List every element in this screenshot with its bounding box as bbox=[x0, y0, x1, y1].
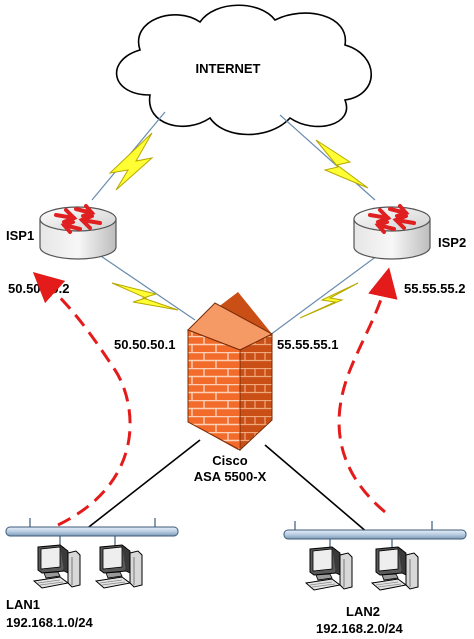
isp1-label: ISP1 bbox=[6, 228, 34, 243]
lightning-isp1-firewall bbox=[111, 282, 179, 311]
firewall-ip-left: 50.50.50.1 bbox=[114, 337, 175, 352]
wan-link-isp2 bbox=[279, 114, 376, 201]
link-firewall-lan1 bbox=[84, 439, 201, 531]
router-isp1 bbox=[38, 204, 118, 261]
lan2-bus bbox=[283, 521, 467, 550]
isp1-ip: 50.50.50.2 bbox=[8, 281, 69, 296]
internet-label: INTERNET bbox=[196, 61, 261, 76]
firewall-label-line2: ASA 5500-X bbox=[194, 469, 267, 484]
lan1-pc-2 bbox=[95, 544, 143, 589]
firewall-ip-right: 55.55.55.1 bbox=[277, 337, 338, 352]
lightning-isp2-internet bbox=[315, 139, 369, 189]
lan2-subnet: 192.168.2.0/24 bbox=[316, 621, 404, 636]
link-isp2-firewall bbox=[269, 249, 386, 336]
link-isp1-firewall bbox=[91, 249, 196, 321]
internet-cloud bbox=[115, 4, 372, 136]
lan1-bus bbox=[5, 518, 179, 548]
firewall-cisco-asa bbox=[187, 292, 274, 452]
lan2-pc-2 bbox=[371, 546, 419, 591]
link-firewall-lan2 bbox=[264, 444, 369, 534]
lightning-isp2-firewall bbox=[299, 282, 359, 319]
lan1-subnet: 192.168.1.0/24 bbox=[6, 615, 94, 630]
traffic-path-lan2-isp2 bbox=[337, 267, 398, 514]
traffic-path-lan1-isp1 bbox=[32, 271, 132, 527]
firewall-label-line1: Cisco bbox=[212, 453, 247, 468]
lan1-pc-1 bbox=[33, 544, 81, 589]
lightning-isp1-internet bbox=[108, 132, 154, 191]
isp2-label: ISP2 bbox=[438, 235, 466, 250]
isp2-ip: 55.55.55.2 bbox=[404, 281, 465, 296]
router-isp2 bbox=[352, 204, 432, 261]
lan2-pc-1 bbox=[305, 546, 353, 591]
lan1-label: LAN1 bbox=[6, 597, 40, 612]
lan2-label: LAN2 bbox=[346, 604, 380, 619]
